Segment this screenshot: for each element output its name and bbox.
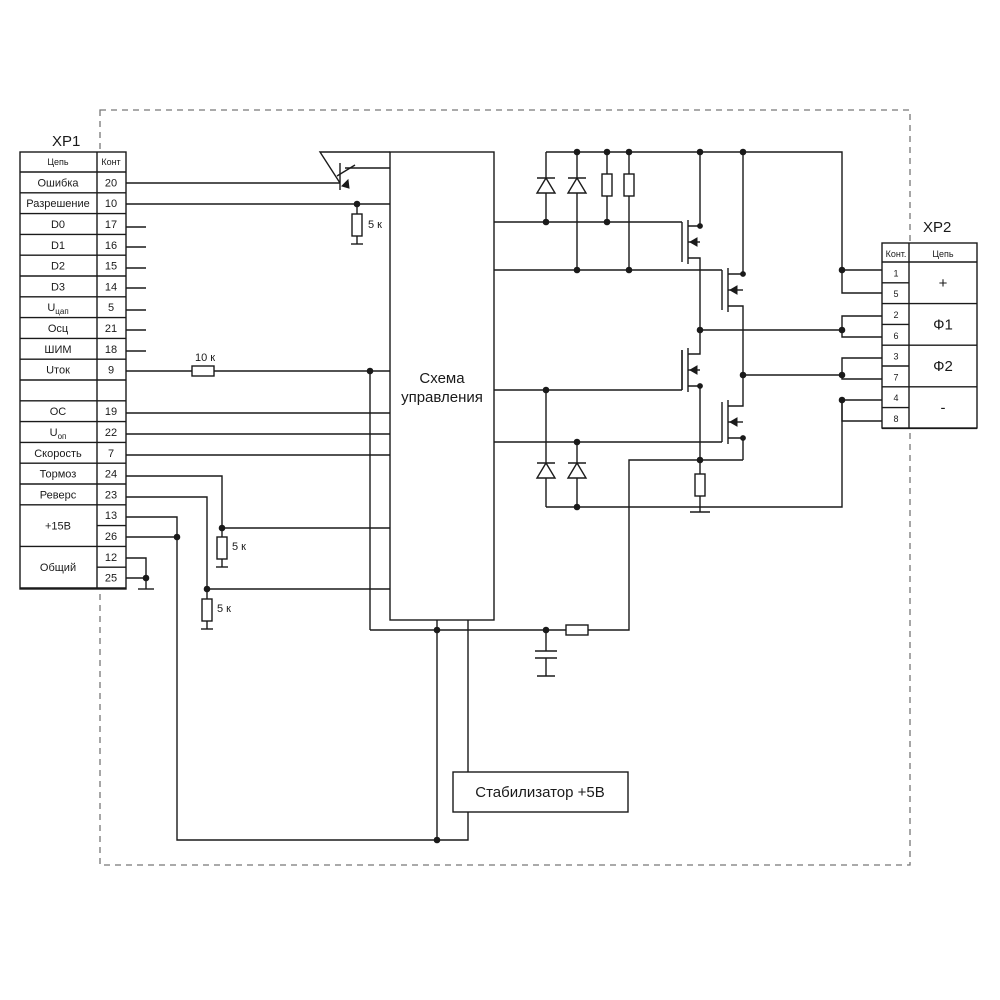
xp1-signal: ОС [50,406,67,418]
xp2-pin: 5 [893,289,898,299]
xp2-header-pin: Конт. [886,249,907,259]
xp1-pin: 21 [105,323,117,335]
xp2-pin: 6 [893,331,898,341]
xp1-group-pin: 26 [105,531,117,543]
xp1-signal: D1 [51,240,65,252]
r-brake-label: 5 к [232,541,246,553]
control-block-line2: управления [401,389,483,406]
xp2-header-signal: Цепь [932,249,954,259]
xp1-signal: D2 [51,261,65,273]
xp1-signal: Скорость [34,448,82,460]
xp1-signal: Uток [46,365,70,377]
xp2-group-signal: Ф1 [933,316,953,333]
xp2-pin: 8 [893,414,898,424]
xp1-signal-sub: оп [58,432,67,441]
xp2-group-signal: Ф2 [933,358,953,375]
xp1-pin: 9 [108,365,114,377]
xp1-signal: Тормоз [40,469,77,481]
xp2-title: XP2 [923,219,951,236]
xp1-group-pin: 12 [105,552,117,564]
xp1-group-signal: Общий [40,562,76,574]
control-block: Схема управления [389,151,495,621]
xp1-pin: 22 [105,427,117,439]
left-wiring: 5 к 10 к 5 к 5 к [126,151,469,841]
control-block-line1: Схема [419,370,465,387]
xp1-signal: D0 [51,219,65,231]
xp1-signal-sub: цап [55,307,68,316]
xp2-pin: 1 [893,268,898,278]
xp1-signal: Ошибка [38,177,80,189]
r-reverse-label: 5 к [217,603,231,615]
xp1-pin: 18 [105,344,117,356]
xp1-pin: 14 [105,281,117,293]
xp1-pin: 20 [105,177,117,189]
stabilizer-block: Стабилизатор +5В [452,771,629,813]
xp1-group-pin: 25 [105,573,117,585]
xp1-signal: Осц [48,323,69,335]
xp1-pin: 10 [105,198,117,210]
r-enable-label: 5 к [368,219,382,231]
xp1-pin: 16 [105,240,117,252]
xp1-pin: 7 [108,448,114,460]
xp1-pin: 19 [105,406,117,418]
xp1-signal: Реверс [40,489,77,501]
xp1-header-pin: Конт [101,157,120,167]
xp1-signal: Разрешение [26,198,90,210]
xp1-title: XP1 [52,133,80,150]
xp1-group-signal: +15В [45,521,71,533]
xp2-pin: 3 [893,352,898,362]
xp1-group-pin: 13 [105,510,117,522]
xp1-pin: 24 [105,469,117,481]
xp2-pin: 4 [893,393,898,403]
xp1-signal: ШИМ [44,344,71,356]
xp1-header-signal: Цепь [47,157,69,167]
xp1-signal: D3 [51,281,65,293]
xp2-group-signal: - [941,400,946,417]
xp2-pin: 7 [893,372,898,382]
xp2-pin: 2 [893,310,898,320]
xp1-pin: 5 [108,302,114,314]
xp2-connector: XP2 Конт. Цепь +1 5Ф1 2 6Ф2 3 7 - 4 8 [881,219,978,430]
xp1-pin: 23 [105,489,117,501]
xp1-pin: 15 [105,261,117,273]
xp2-group-signal: + [939,275,948,292]
stabilizer-label: Стабилизатор +5В [475,784,605,801]
h-bridge [494,148,882,513]
r-current-label: 10 к [195,352,215,364]
bottom-wiring [370,459,700,844]
xp1-pin: 17 [105,219,117,231]
